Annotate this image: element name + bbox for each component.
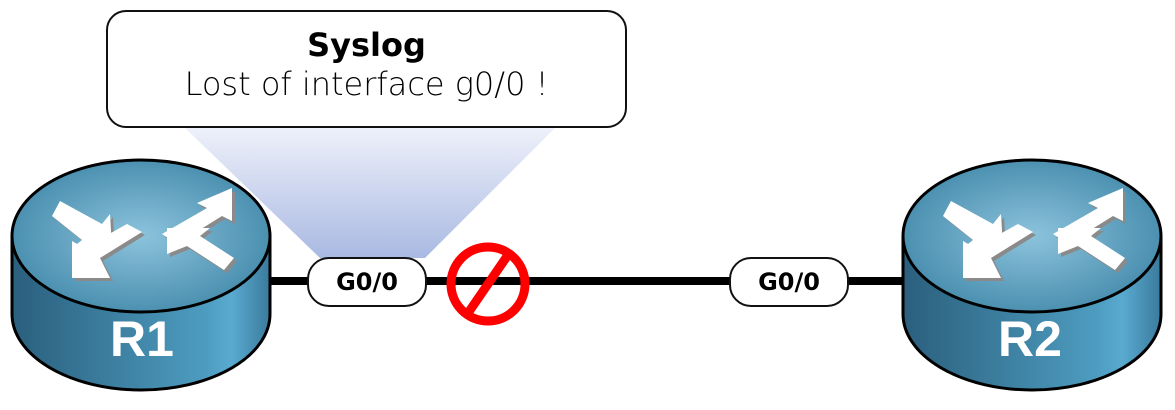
callout-title: Syslog xyxy=(307,26,426,64)
callout-message: Lost of interface g0/0 ! xyxy=(184,65,549,103)
r2-interface-label: G0/0 xyxy=(729,257,849,307)
syslog-callout: Syslog Lost of interface g0/0 ! xyxy=(106,10,627,128)
r1-interface-label: G0/0 xyxy=(307,257,427,307)
router-r2-label: R2 xyxy=(998,311,1062,367)
router-r1-label: R1 xyxy=(110,311,174,367)
prohibited-icon xyxy=(446,242,530,326)
syslog-beam xyxy=(185,128,555,258)
